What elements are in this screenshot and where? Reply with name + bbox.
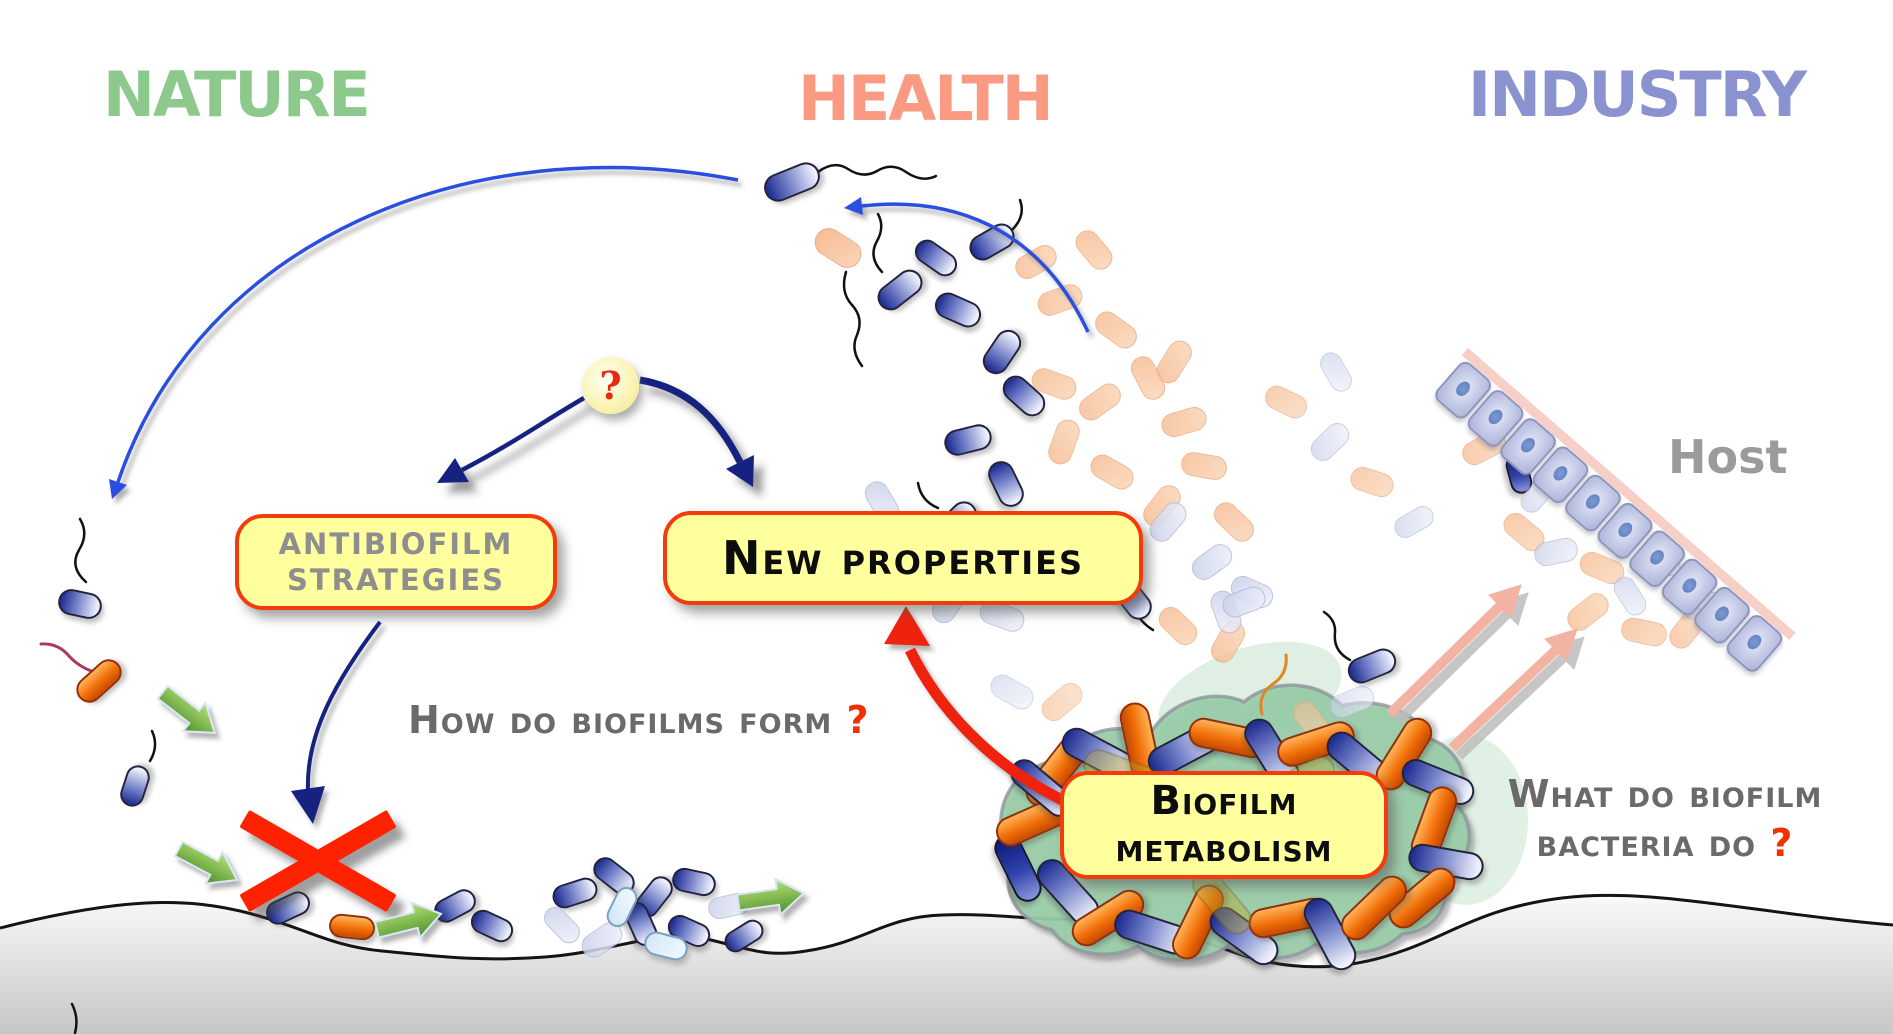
antibiofilm-strategies-box: ANTIBIOFILM STRATEGIES: [235, 514, 557, 610]
bacterium-rod: [669, 865, 719, 899]
bacterium-rod: [117, 762, 153, 810]
bacterium-rod: [872, 264, 928, 316]
section-label-industry: INDUSTRY: [1468, 58, 1807, 131]
bacterium-rod: [1070, 225, 1118, 275]
bacterium-rod: [1343, 644, 1401, 688]
section-label-nature: NATURE: [103, 58, 371, 131]
bacterium-rod: [1034, 280, 1086, 320]
bacterium-rod: [1179, 450, 1229, 482]
bacterium-rod: [977, 324, 1027, 380]
question-how-text: How do biofilms form: [408, 698, 847, 742]
question-circle: ?: [582, 357, 639, 414]
bacterium-rod: [1562, 588, 1614, 636]
new-properties-label: New properties: [721, 531, 1085, 585]
bacterium-rod: [1347, 463, 1397, 501]
section-label-health: HEALTH: [798, 62, 1054, 135]
bacterium-rod: [1326, 682, 1378, 722]
bacterium-rod: [466, 905, 518, 947]
question-circle-mark: ?: [599, 363, 622, 408]
biofilm-line1: Biofilm: [1150, 777, 1298, 824]
question-what-mark: ?: [1770, 821, 1794, 866]
bacterium-rod: [539, 902, 585, 948]
bacterium-rod: [720, 915, 768, 957]
bacterium-rod: [1090, 306, 1142, 354]
bacterium-rod: [1010, 240, 1062, 284]
new-properties-box: New properties: [663, 511, 1143, 605]
question-how-biofilms-form: How do biofilms form ?: [408, 698, 870, 742]
bacterium-rod: [1158, 404, 1210, 440]
bacterium-rod: [1390, 501, 1438, 543]
host-label: Host: [1668, 430, 1788, 484]
bacterium-rod: [262, 887, 314, 929]
bacterium-rod: [964, 218, 1020, 266]
biofilm-metabolism-box: Biofilm metabolism: [1060, 771, 1388, 879]
bacterium-rod: [809, 222, 867, 274]
bacterium-rod: [1219, 583, 1269, 621]
bacterium-rod: [1044, 416, 1084, 468]
bacterium-rod: [983, 456, 1029, 512]
antibiofilm-line2: STRATEGIES: [286, 563, 506, 597]
bacterium-rod: [1260, 381, 1312, 423]
bacterium-rod: [759, 158, 825, 206]
bacterium-rod: [1036, 678, 1088, 726]
question-what-bacteria-do: What do biofilm bacteria do ?: [1455, 770, 1875, 869]
bacterium-rod: [70, 653, 128, 709]
biofilm-line2: metabolism: [1115, 825, 1333, 871]
bacterium-rod: [706, 890, 752, 922]
bacterium-rod: [1187, 539, 1237, 585]
bacterium-rod: [941, 421, 995, 459]
antibiofilm-line1: ANTIBIOFILM: [278, 526, 514, 561]
bacterium-rod: [1074, 378, 1126, 426]
bacterium-rod: [986, 670, 1038, 714]
bacterium-rod: [1086, 450, 1138, 494]
bacterium-rod: [1209, 497, 1259, 547]
bacterium-rod: [1153, 602, 1203, 650]
bacterium-rod: [327, 912, 377, 942]
bacterium-rod: [1315, 348, 1357, 396]
question-what-line2: bacteria do: [1536, 821, 1771, 866]
bacterium-rod: [55, 586, 105, 622]
question-how-mark: ?: [846, 698, 870, 742]
question-what-line1: What do biofilm: [1507, 772, 1823, 816]
bacterium-rod: [930, 288, 986, 332]
bacterium-rod: [1305, 418, 1355, 466]
bacterium-rod: [1619, 615, 1669, 649]
